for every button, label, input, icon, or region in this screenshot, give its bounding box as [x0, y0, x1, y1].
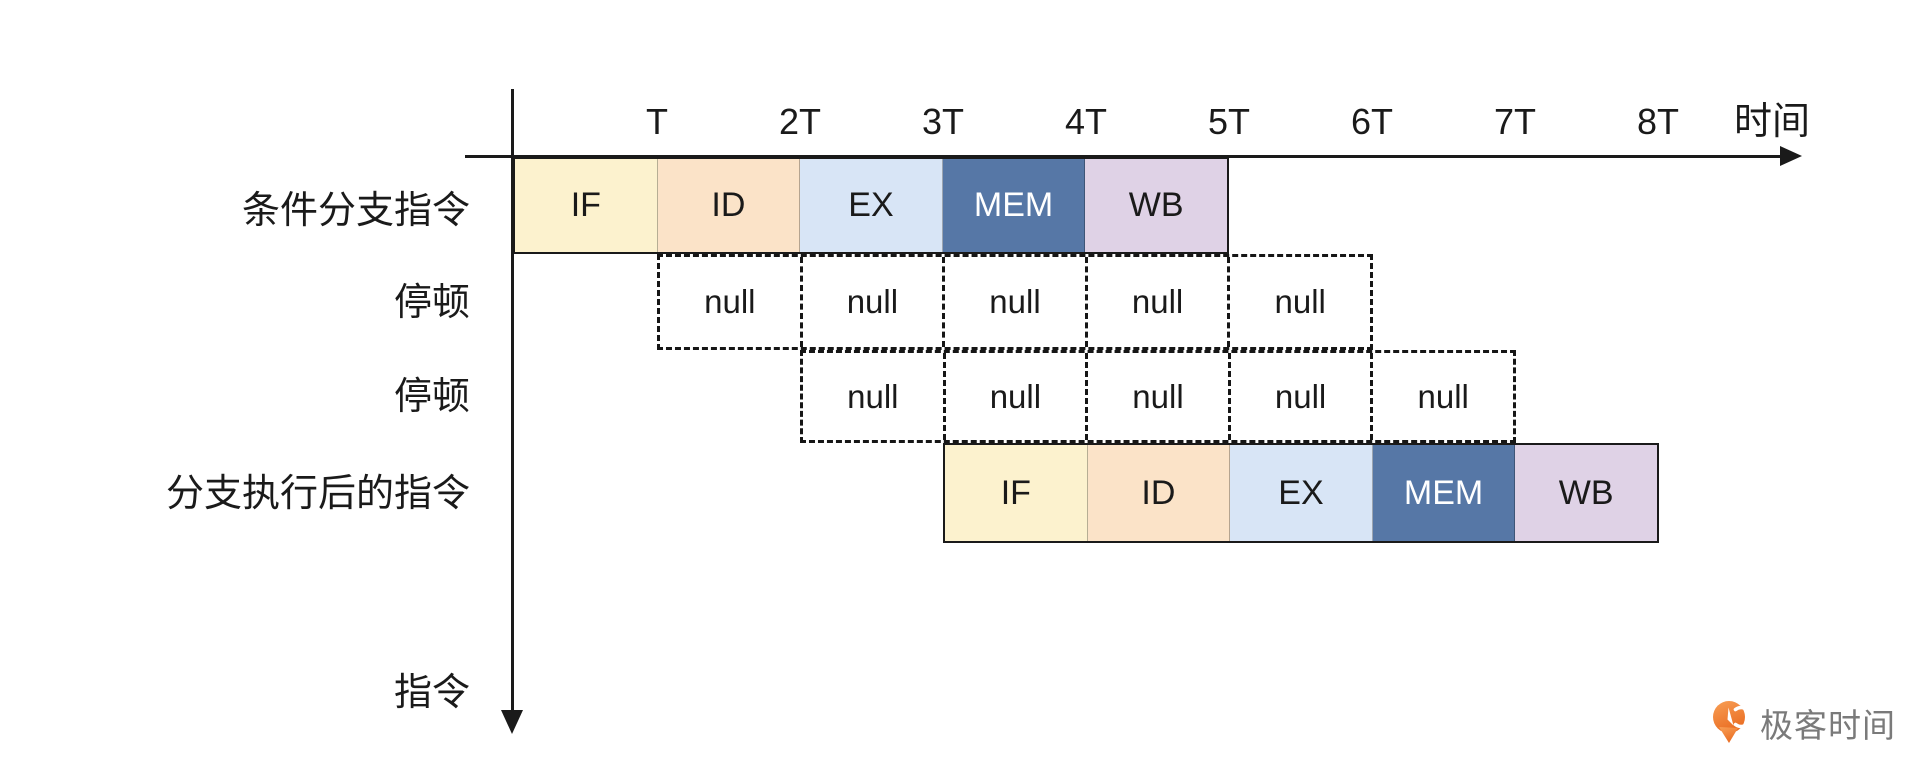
tick-label-7t: 7T [1493, 101, 1537, 142]
stall-cell-null: null [803, 257, 946, 347]
stall-cell-null: null [946, 353, 1089, 440]
branch-pipeline-row: IF ID EX MEM WB [513, 157, 1229, 254]
x-axis-arrowhead-icon [1780, 146, 1802, 166]
row-label-after-branch-instruction: 分支执行后的指令 [165, 473, 470, 515]
y-axis-arrowhead-icon [501, 710, 523, 734]
geektime-logo-text: 极客时间 [1760, 707, 1896, 744]
stall-row-1: null null null null null [657, 254, 1373, 350]
tick-label-2t: 2T [778, 101, 822, 142]
row-label-branch-instruction: 条件分支指令 [241, 190, 470, 232]
tick-label-6t: 6T [1350, 101, 1394, 142]
stage-cell-ex: EX [800, 159, 943, 252]
stall-cell-null: null [1088, 353, 1231, 440]
stage-cell-wb: WB [1085, 159, 1227, 252]
after-branch-pipeline-row: IF ID EX MEM WB [943, 443, 1659, 543]
stall-cell-null: null [803, 353, 946, 440]
tick-label-4t: 4T [1064, 101, 1108, 142]
tick-label-3t: 3T [921, 101, 965, 142]
geektime-logo-icon [1713, 701, 1750, 743]
stage-cell-mem: MEM [942, 159, 1086, 252]
stage-cell-id: ID [1087, 445, 1231, 541]
stage-cell-mem: MEM [1372, 445, 1516, 541]
tick-label-t: T [646, 101, 668, 142]
y-axis-line [511, 89, 514, 713]
stall-cell-null: null [660, 257, 803, 347]
x-axis-title: 时间 [1733, 101, 1811, 143]
tick-label-8t: 8T [1636, 101, 1680, 142]
stage-cell-id: ID [657, 159, 801, 252]
stage-cell-if: IF [945, 445, 1088, 541]
geektime-logo: 极客时间 [1710, 699, 1896, 747]
tick-label-5t: 5T [1207, 101, 1251, 142]
stall-cell-null: null [1274, 283, 1326, 320]
stall-cell-null: null [1088, 257, 1231, 347]
x-axis-line [465, 155, 1783, 158]
y-axis-title: 指令 [393, 672, 470, 714]
row-label-stall-1: 停顿 [393, 282, 470, 324]
stall-row-2: null null null null null [800, 350, 1516, 443]
stage-cell-wb: WB [1515, 445, 1657, 541]
stall-cell-null: null [1231, 353, 1374, 440]
stage-cell-ex: EX [1230, 445, 1373, 541]
stall-cell-null: null [1417, 377, 1469, 415]
row-label-stall-2: 停顿 [393, 376, 470, 418]
stage-cell-if: IF [515, 159, 658, 252]
stall-cell-null: null [945, 257, 1088, 347]
